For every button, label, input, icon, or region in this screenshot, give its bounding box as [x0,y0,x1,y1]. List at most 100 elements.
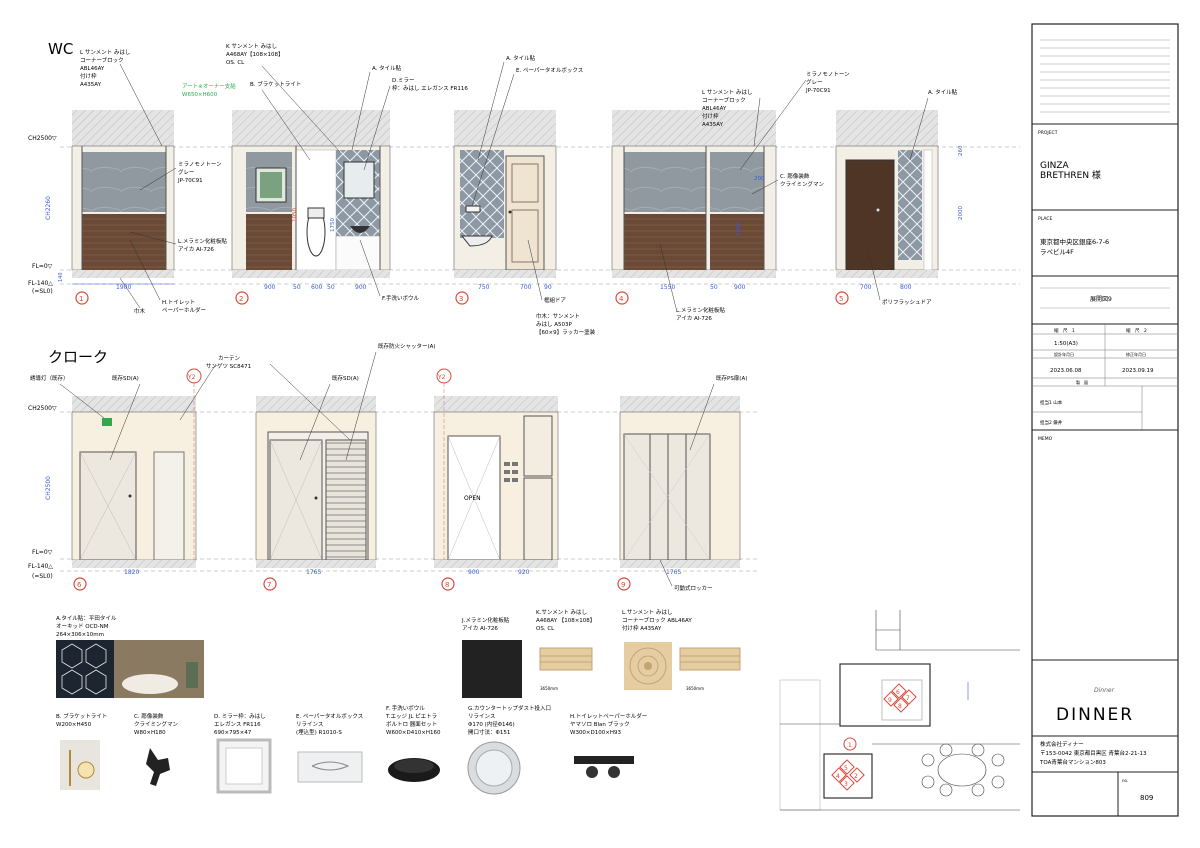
elev2-dim-2: 50 [293,284,301,291]
elev-marker-7: 7 [263,577,277,591]
e4-mirror-2: グレー [806,78,823,86]
basin-sample [388,758,440,782]
e1-mirror-1: ミラノモノトーン [178,161,222,168]
section-title-wc: WC [48,40,73,58]
elev-marker-9: 9 [617,577,631,591]
place-1: 東京都中央区銀座6-7-6 [1040,237,1109,246]
e9-ps: 既存PS扉(A) [716,374,747,382]
e4-top-5: A435AY [702,122,724,128]
plan-label-1: 1 [848,742,852,749]
plan-label-9: 9 [888,697,892,704]
plan-label-5: 5 [844,765,848,772]
elev8-dim-2: 920 [518,569,530,576]
mat-a-3: 264×306×10mm [56,632,104,638]
e1-top-1: L サンメント みはし [80,49,130,56]
plan-label-7: 7 [906,695,910,702]
plan-label-3: 3 [844,781,848,788]
elevation-8 [433,396,559,568]
e4-c-2: クライミングマン [780,180,825,188]
elev4-dim-1: 1550 [660,284,675,291]
company-building: TOA青葉台マンション803 [1039,758,1106,766]
mat-b-1: B. ブラケットライト [56,712,107,720]
company-address: 〒153-0042 東京都目黒区 青葉台2-21-13 [1040,749,1147,757]
melamine-sample [462,640,522,698]
e7-sd: 既存SD(A) [332,374,359,382]
elev7-leaders [269,351,377,461]
e4-top-3: ABL46AY [702,106,727,112]
elev-marker-8: 8 [441,577,455,591]
mat-g-2: リラインス [468,713,495,720]
elevation-1 [71,110,175,285]
memo-label: MEMO [1038,436,1053,442]
mat-b-2: W200×H450 [56,722,92,728]
elev1-h140: 140 [58,272,64,282]
mat-l-dim: 3650mm [686,686,704,691]
plan-label-8: 8 [898,703,902,710]
mat-f-1: F. 手洗いボウル [386,704,425,712]
e9-locker: 可動式ロッカー [674,584,713,592]
elev4-dim-2: 50 [710,284,718,291]
paper-holder-sample [574,756,634,778]
elev3-leaders [471,61,543,301]
sl-level-label-4: (=SL0) [32,573,53,580]
elev1-dim: 1900 [116,284,131,291]
elevation-4 [611,110,777,278]
company-logo: DINNER [1056,705,1134,725]
e2-k-1: K サンメント みはし [226,43,277,50]
elev7-dim: 1765 [306,569,321,576]
e4-mirror-3: JP-70C91 [805,88,831,94]
grid-label-2: Y2 [437,374,446,381]
date-1: 2023.06.08 [1050,368,1082,374]
plan-marker-5: 5 [839,759,855,775]
e1-paper-1: H.トイレット [162,300,195,306]
sheet-no-label: no. [1122,778,1128,783]
e3-skirt-1: 巾木：サンメント [536,312,580,320]
scale-header-2: 縮 尺 2 [1126,327,1147,334]
elev4-leaders [659,79,807,309]
logo-script: Dinner [1094,687,1115,694]
title-block-text: PROJECT GINZA BRETHREN 様 PLACE 東京都中央区銀座6… [1038,130,1154,802]
sl-level-label-2: (=SL0) [32,288,53,295]
elev3-dim-1: 750 [478,284,490,291]
bracket-light-sample [60,740,100,790]
mat-k-dim: 3650mm [540,686,558,691]
elev-num-2: 2 [239,295,243,303]
date-header-1: 設計年月日 [1054,351,1074,357]
elev-num-8: 8 [445,581,449,589]
elev6-dim: 1820 [124,569,139,576]
elev6-leaders [59,363,217,461]
e1-top-4: 付け枠 [80,72,97,80]
elev5-dim-2: 800 [900,284,912,291]
e2-tile: A. タイル貼 [372,64,402,72]
e4-mirror-1: ミラノモノトーン [806,71,850,78]
e1-top-5: A435AY [80,82,102,88]
elev5-dims: 700 800 260 2000 [860,145,964,291]
mat-k-1: K.サンメント みはし [536,609,587,616]
mat-j-1: J.メラミン化粧板貼 [461,616,510,624]
elev5-notes: A. タイル貼 ポリフラッシュドア [882,88,958,306]
plan-marker-1: 1 [843,737,857,751]
mat-d-3: 690×795×47 [214,730,252,736]
drafting-label: 製 図 [1076,379,1088,385]
ch-level-label-2: CH2500▽ [28,405,57,412]
elev8-dim-1: 900 [468,569,480,576]
elev2-leaders [261,65,391,297]
elev6-vdim: CH2500 [45,476,52,500]
elev6-notes: 誘導灯（既存） 既存SD(A) カーテン サンゲツ SC8471 [30,355,251,382]
curtain-1: カーテン [218,355,241,362]
e4-c-1: C. 彫像装飾 [780,172,810,180]
staff-2: 担当2 鎌井 [1040,419,1063,426]
title-block [1031,23,1179,817]
mat-c-3: W80×H180 [134,730,166,736]
key-plan [779,610,1020,811]
mat-j-2: アイカ AI-726 [462,625,498,632]
project-name-2: BRETHREN 様 [1040,169,1101,181]
grid-bubble-y2-b: Y2 [436,368,452,560]
mirror-frame-sample [216,738,272,794]
elev2-dim-3: 600 [311,284,323,291]
e3-paper: E. ペーパータオルボックス [516,66,583,74]
elev4-vdim-1: 200 [754,176,765,182]
elev2-dim-4: 50 [327,284,335,291]
elev-num-5: 5 [839,295,843,303]
